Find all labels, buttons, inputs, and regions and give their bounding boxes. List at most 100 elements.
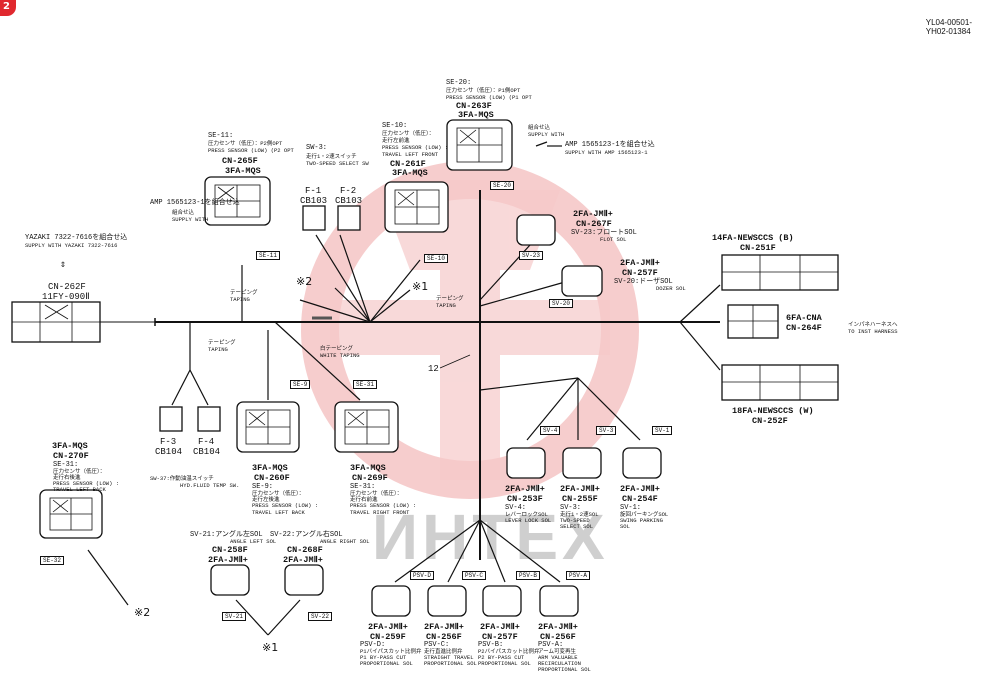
sv20-type: 2FA-JMⅡ+ [620,258,660,268]
sv23-type: 2FA-JMⅡ+ [573,209,613,219]
psvb-jp: P2バイパスカット比例弁 [478,648,540,655]
se31-en: PRESS SENSOR (LOW) : [350,502,417,509]
double-arrow-icon: ⇕ [60,260,67,271]
se10-cn: CN-261F [390,159,426,169]
psva-en3: PROPORTIONAL SOL [538,666,591,673]
white-taping-jp: 白テーピング [320,345,354,352]
psva-en: ARM VALUABLE [538,654,578,661]
psvb-en: P2 BY-PASS CUT [478,654,525,661]
sw37-l1: SW-37:作動油温スイッチ [150,475,214,482]
se11-en: PRESS SENSOR (LOW) (P2 OPT [208,147,294,154]
cn262-name: CN-262F [48,282,86,292]
taping1-jp: テーピング [230,289,258,296]
sv3-type: 2FA-JMⅡ+ [560,484,600,494]
connector-cn251 [721,254,839,291]
sv1-tag: SV-1 [652,426,673,435]
psvb-tag: PSV-B [516,571,541,580]
se10-type: 3FA-MQS [392,168,428,178]
se10-jp: 圧力センサ（低圧）： [382,130,435,137]
sv20-en: DOZER SOL [656,285,686,292]
sv4-jp: レバーロックSOL [505,511,548,518]
se9-en: PRESS SENSOR (LOW) : [252,502,319,509]
se10-jp2: 走行左前進 [382,137,410,144]
page-badge: 2 [0,0,16,16]
taping1-en: TAPING [230,296,250,303]
connector-cn267 [516,214,556,246]
psvd-type: 2FA-JMⅡ+ [368,622,408,632]
connector-cn256c [427,585,467,617]
psvb-en2: PROPORTIONAL SOL [478,660,531,667]
yazaki-note-en: SUPPLY WITH YAZAKI 7322-7616 [25,242,118,249]
se31-type: 3FA-MQS [350,463,386,473]
amp-right-note4: SUPPLY WITH AMP 1565123-1 [565,149,648,156]
cn251-cn: CN-251F [740,243,776,253]
sv20-tag: SV-20 [549,299,574,308]
psva-tag: PSV-A [566,571,591,580]
se11-tag: SE-11 [256,251,281,260]
sv21-label: SV-21:アングル左SOL [190,531,263,539]
white-taping-en: WHITE TAPING [320,352,360,359]
psvb-type: 2FA-JMⅡ+ [480,622,520,632]
psvd-tag: PSV-D [410,571,435,580]
se11-jp: 圧力センサ（低圧）：P2側OPT [208,140,283,147]
sw37-l2: HYD.FLUID TEMP SW. [180,482,240,489]
mark-2-top: ※2 [296,275,313,288]
mark-2-bottom: ※2 [134,606,151,619]
f2-code: CB103 [335,196,363,206]
amp-left-note2: 組合せ込 [172,209,195,216]
connector-cn258 [210,564,250,596]
sv1-en2: SOL [620,523,630,530]
se11-code: SE-11: [208,132,234,140]
se11-cn: CN-265F [222,156,258,166]
f1-code: CB103 [300,196,328,206]
sv4-cn: CN-253F [507,494,543,504]
se31-cn: CN-269F [352,473,388,483]
cn270-code: SE-31: [53,461,79,469]
sv22-en: ANGLE RIGHT SOL [320,538,370,545]
amp-left-note3: SUPPLY WITH [172,216,209,223]
se20-code: SE-20: [446,79,472,87]
sw3-jp: 走行1・2速スイッチ [306,153,357,160]
f4-name: F-4 [198,437,215,447]
psva-en2: RECIRCULATION [538,660,581,667]
se20-jp: 圧力センサ（低圧）：P1側OPT [446,87,521,94]
sw3-en: TWO-SPEED SELECT SW [306,160,369,167]
se31-en2: TRAVEL RIGHT FRONT [350,509,410,516]
psvd-code: PSV-D: [360,641,386,649]
connector-f1 [302,205,326,231]
inst-jp: インパネハーネスへ [848,321,898,328]
sv22-label: SV-22:アングル右SOL [270,531,343,539]
sv4-type: 2FA-JMⅡ+ [505,484,545,494]
sv21-type: 2FA-JMⅡ+ [208,555,248,565]
se10-en2: TRAVEL LEFT FRONT [382,151,439,158]
sv22-type: 2FA-JMⅡ+ [283,555,323,565]
psvd-en: P1 BY-PASS CUT [360,654,407,661]
taping2-jp: テーピング [208,339,236,346]
sv3-code: SV-3: [560,504,582,512]
sv3-cn: CN-255F [562,494,598,504]
mark-1-bottom: ※1 [262,641,279,654]
amp-left-note: AMP 1565123-1を組合せ込 [150,199,240,207]
se9-cn: CN-260F [254,473,290,483]
psvc-en: STRAIGHT TRAVEL [424,654,474,661]
connector-cn268 [284,564,324,596]
se10-code: SE-10: [382,122,408,130]
cn252-cn: CN-252F [752,416,788,426]
psvc-code: PSV-C: [424,641,450,649]
doc-id-line1: YL04-00501- [925,18,972,27]
sv4-code: SV-4: [505,504,527,512]
se31-jp2: 走行右前進 [350,496,378,503]
cn270-cn: CN-270F [53,451,89,461]
psvc-type: 2FA-JMⅡ+ [424,622,464,632]
sv21-en: ANGLE LEFT SOL [230,538,277,545]
se20-cn: CN-263F [456,101,492,111]
connector-cn252 [721,364,839,401]
se20-type: 3FA-MQS [458,110,494,120]
connector-cn256a [539,585,579,617]
cn270-type: 3FA-MQS [52,441,88,451]
cn264-type: 6FA-CNA [786,313,822,323]
sv4-tag: SV-4 [540,426,561,435]
psva-cn: CN-256F [540,632,576,642]
